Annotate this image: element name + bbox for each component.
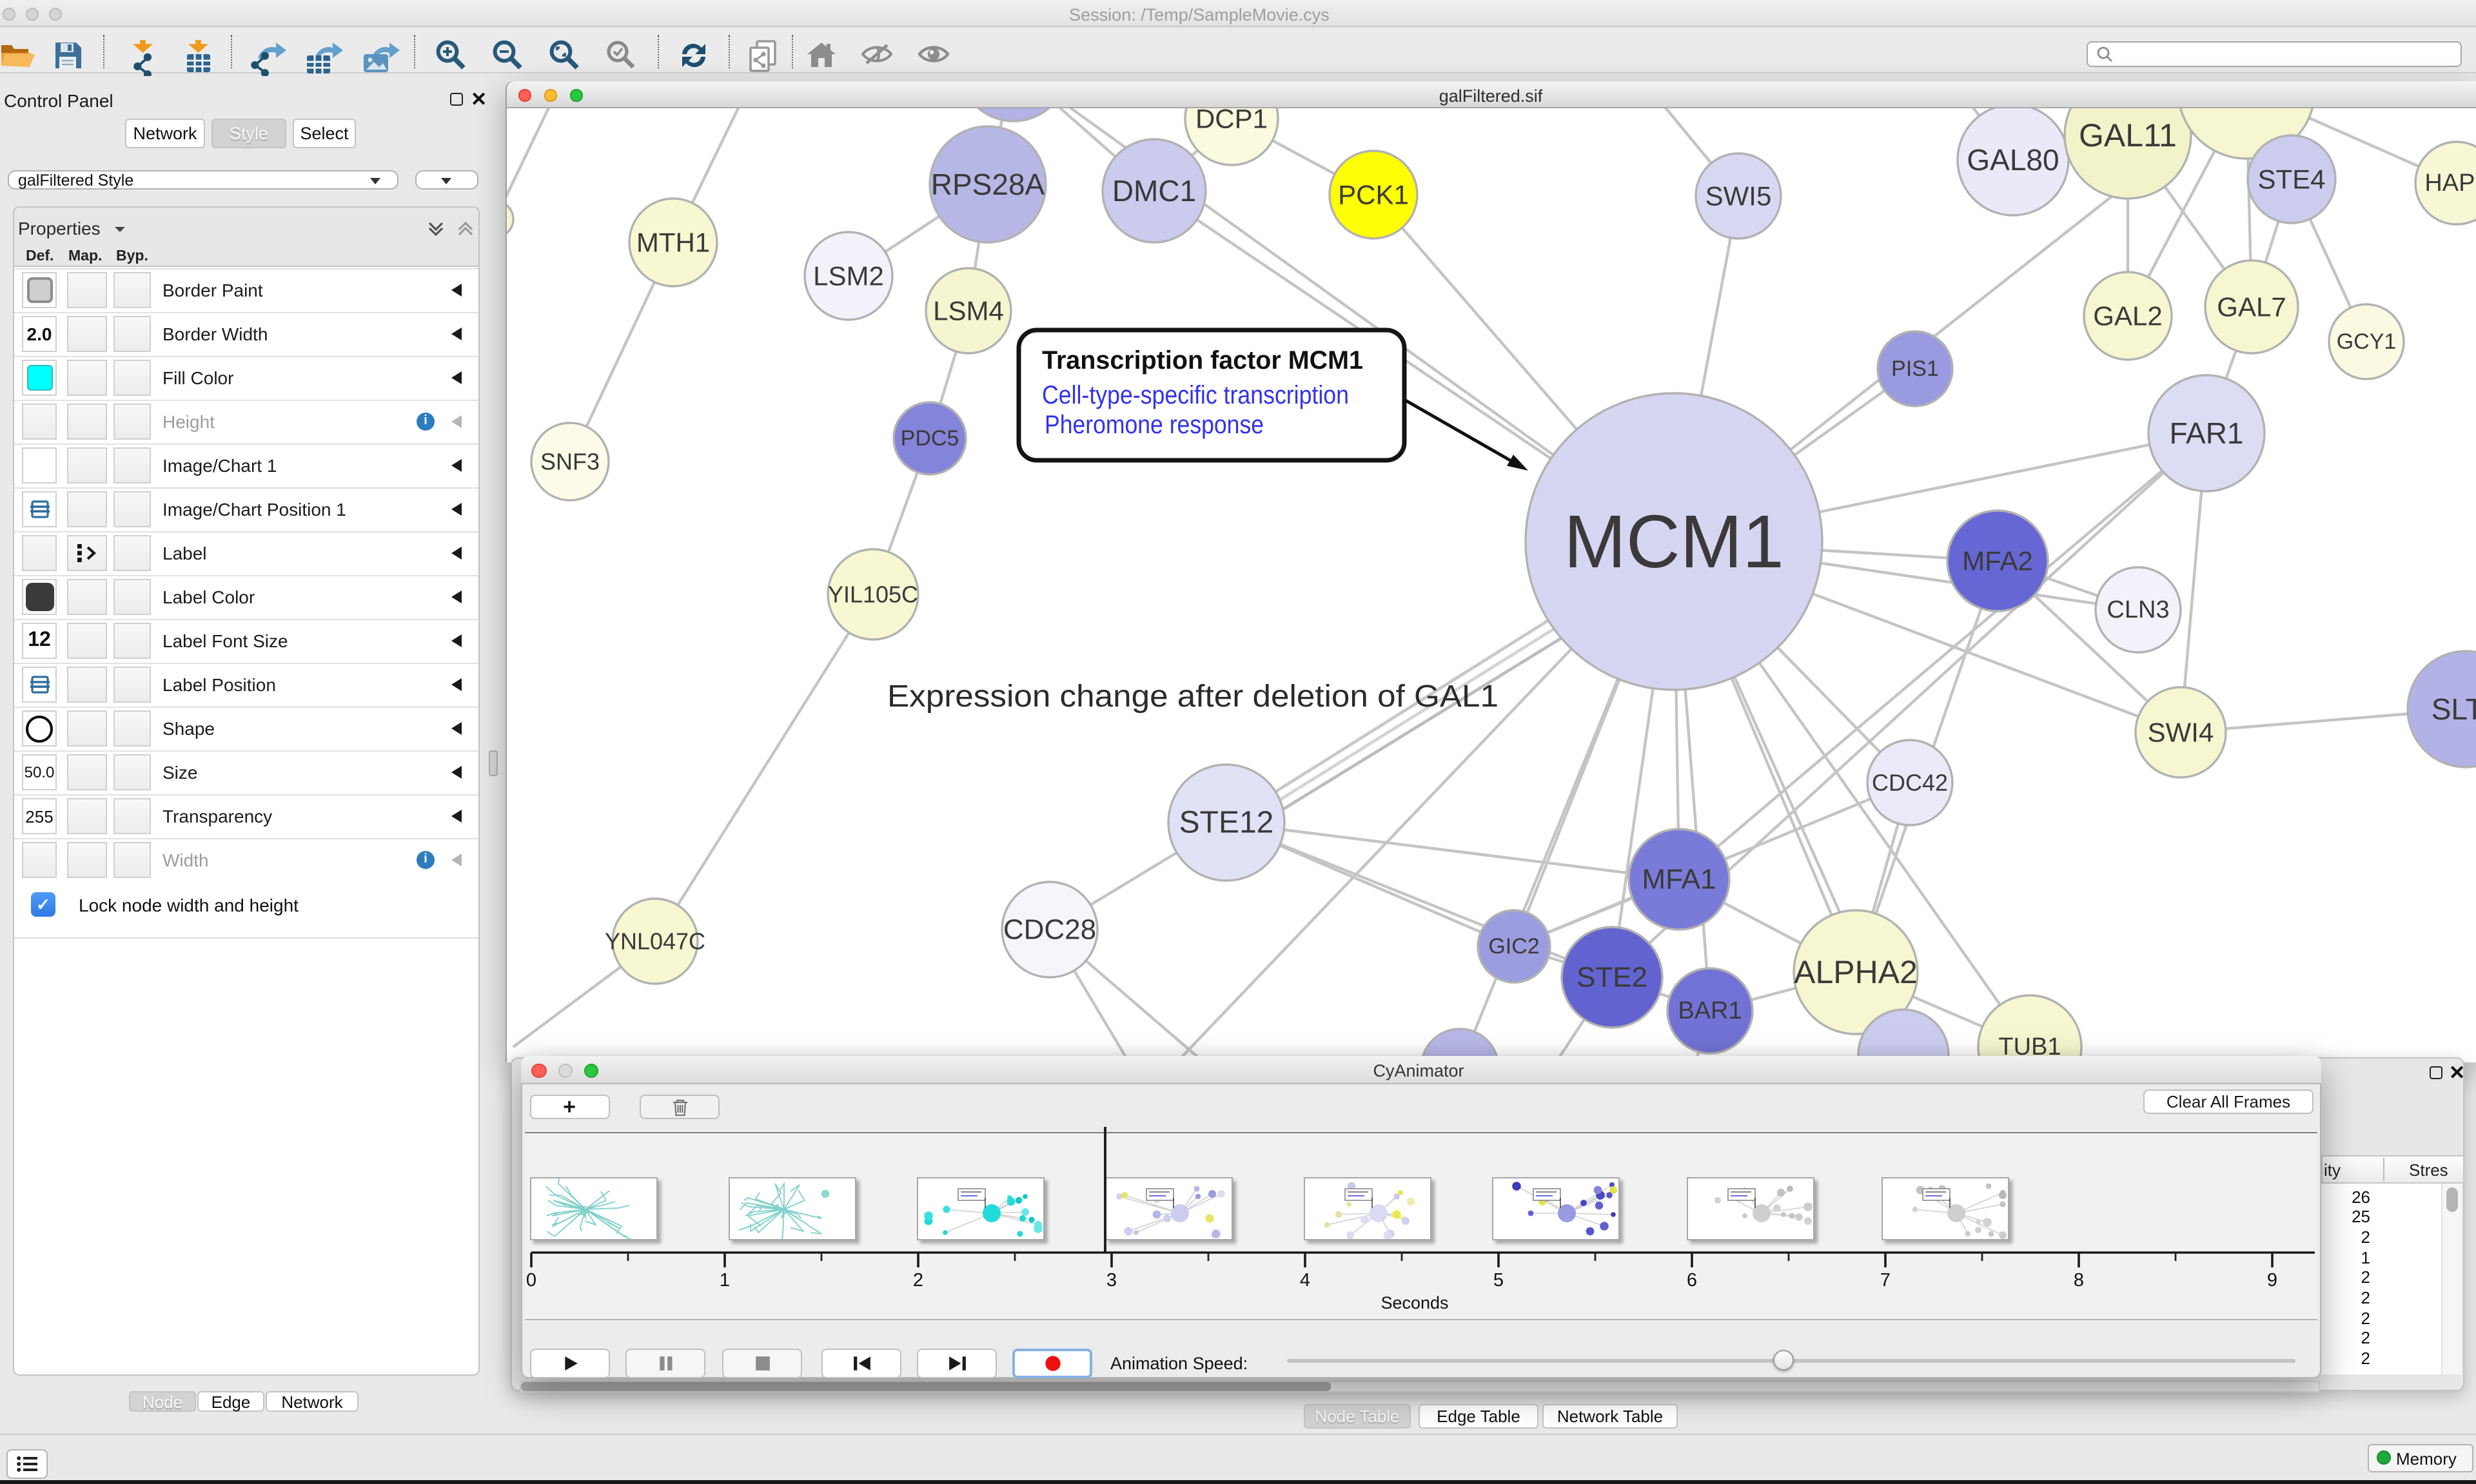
svg-text:LSM2: LSM2: [813, 261, 884, 291]
svg-text:STE2: STE2: [1577, 962, 1647, 993]
svg-text:DMC1: DMC1: [1112, 174, 1196, 208]
svg-text:MTH1: MTH1: [636, 228, 710, 258]
svg-text:STE4: STE4: [2257, 164, 2325, 195]
svg-text:Transcription factor MCM1: Transcription factor MCM1: [1042, 346, 1363, 375]
svg-text:GAL80: GAL80: [1967, 143, 2059, 177]
svg-text:YIL105C: YIL105C: [828, 581, 918, 608]
svg-text:SNF3: SNF3: [540, 449, 600, 475]
svg-text:CDC42: CDC42: [1872, 770, 1948, 796]
svg-text:ALPHA2: ALPHA2: [1794, 954, 1918, 990]
svg-text:PCK1: PCK1: [1338, 180, 1409, 210]
svg-text:SWI4: SWI4: [2148, 718, 2214, 748]
svg-text:RPS28A: RPS28A: [931, 168, 1045, 201]
svg-text:HAP2: HAP2: [2424, 170, 2476, 197]
svg-text:PDC5: PDC5: [901, 426, 959, 451]
svg-text:CDC28: CDC28: [1003, 914, 1096, 946]
svg-text:GAL2: GAL2: [2093, 301, 2162, 331]
svg-text:CLN3: CLN3: [2107, 596, 2169, 623]
svg-text:Cell-type-specific transcripti: Cell-type-specific transcription: [1042, 381, 1349, 409]
svg-text:BAR1: BAR1: [1678, 997, 1742, 1024]
svg-text:Expression change after deleti: Expression change after deletion of GAL1: [887, 679, 1498, 714]
svg-text:PIS1: PIS1: [1891, 356, 1939, 381]
svg-text:GAL7: GAL7: [2217, 292, 2286, 322]
svg-text:GIC2: GIC2: [1488, 934, 1539, 959]
svg-text:Pheromone response: Pheromone response: [1045, 411, 1264, 439]
svg-text:STE12: STE12: [1179, 806, 1274, 840]
svg-text:MFA1: MFA1: [1642, 864, 1716, 895]
svg-text:SWI5: SWI5: [1705, 181, 1772, 211]
svg-text:FAR1: FAR1: [2169, 416, 2243, 450]
svg-text:GAL11: GAL11: [2079, 117, 2177, 153]
svg-text:MFA2: MFA2: [1962, 546, 2033, 576]
svg-text:DCP1: DCP1: [1195, 108, 1268, 134]
svg-text:SLT2: SLT2: [2432, 692, 2476, 726]
svg-text:YNL047C: YNL047C: [605, 928, 705, 955]
svg-text:GCY1: GCY1: [2337, 329, 2397, 354]
svg-text:MCM1: MCM1: [1564, 500, 1784, 583]
svg-text:LSM4: LSM4: [933, 296, 1004, 326]
